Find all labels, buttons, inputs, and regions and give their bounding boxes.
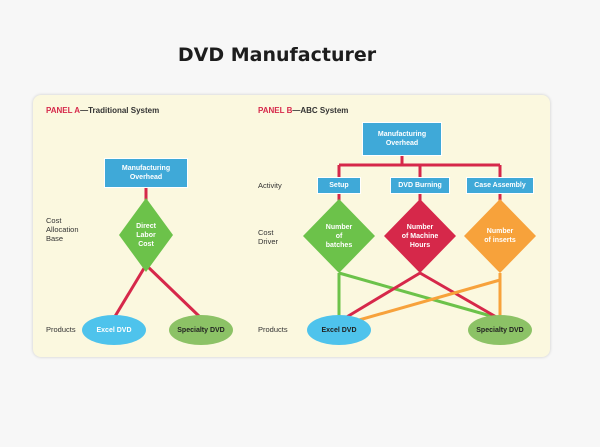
activity-setup-label: Setup — [329, 182, 349, 189]
text-number-of-inserts: Number of inserts — [484, 228, 516, 244]
row-label-products-a: Products — [46, 325, 76, 334]
panel-b-header: PANEL B—ABC System — [258, 106, 348, 115]
text-a-excel-dvd: Excel DVD — [96, 326, 132, 334]
box-a-manufacturing-overhead: Manufacturing Overhead — [104, 158, 188, 188]
red-hours-to-excel — [344, 271, 421, 320]
diamond-direct-labor-cost — [119, 198, 173, 272]
box-b-manufacturing-overhead: Manufacturing Overhead — [362, 122, 442, 156]
row-label-products-b: Products — [258, 325, 288, 334]
oval-b-specialty-dvd — [468, 315, 532, 345]
panel-b-dash: — — [292, 106, 301, 115]
diamond-number-of-machine-hours — [384, 199, 456, 273]
row-label-activity: Activity — [258, 181, 282, 190]
red-hours-to-specialty — [419, 271, 499, 320]
orange-inserts-to-excel — [351, 278, 501, 324]
connector-a-base-to-specialty — [144, 263, 203, 320]
text-direct-labor-cost: Direct Labor Cost — [136, 222, 156, 248]
panel-a-dash: — — [80, 106, 89, 115]
oval-b-excel-dvd — [307, 315, 371, 345]
box-a-manufacturing-overhead-label: Manufacturing Overhead — [121, 165, 171, 181]
green-batches-to-specialty — [338, 271, 499, 320]
box-activity-dvd-burning: DVD Burning — [390, 177, 450, 194]
panel-a-name: Traditional System — [88, 106, 160, 115]
panel-a-tag: PANEL A — [46, 106, 81, 115]
slide-title: DVD Manufacturer — [177, 44, 377, 66]
row-label-cost-driver: Cost Driver — [258, 228, 278, 246]
text-b-specialty-dvd: Specialty DVD — [476, 326, 524, 334]
box-activity-setup: Setup — [317, 177, 361, 194]
text-b-excel-dvd: Excel DVD — [321, 326, 357, 334]
diagram-panel — [33, 95, 550, 357]
diamond-number-of-inserts — [464, 199, 536, 273]
connector-a-base-to-excel — [112, 264, 148, 319]
text-number-of-machine-hours: Number of Machine Hours — [401, 223, 439, 249]
panel-b-tag: PANEL B — [258, 106, 293, 115]
activity-dvd-burning-label: DVD Burning — [398, 182, 442, 189]
row-label-cost-allocation-base: Cost Allocation Base — [46, 216, 79, 243]
diamond-number-of-batches — [303, 199, 375, 273]
text-number-of-batches: Number of batches — [325, 223, 353, 249]
activity-case-assembly-label: Case Assembly — [474, 182, 526, 189]
panel-b-name: ABC System — [300, 106, 349, 115]
panel-a-header: PANEL A—Traditional System — [46, 106, 159, 115]
oval-a-excel-dvd — [82, 315, 146, 345]
text-a-specialty-dvd: Specialty DVD — [177, 326, 225, 334]
box-activity-case-assembly: Case Assembly — [466, 177, 534, 194]
oval-a-specialty-dvd — [169, 315, 233, 345]
box-b-manufacturing-overhead-label: Manufacturing Overhead — [377, 131, 427, 147]
